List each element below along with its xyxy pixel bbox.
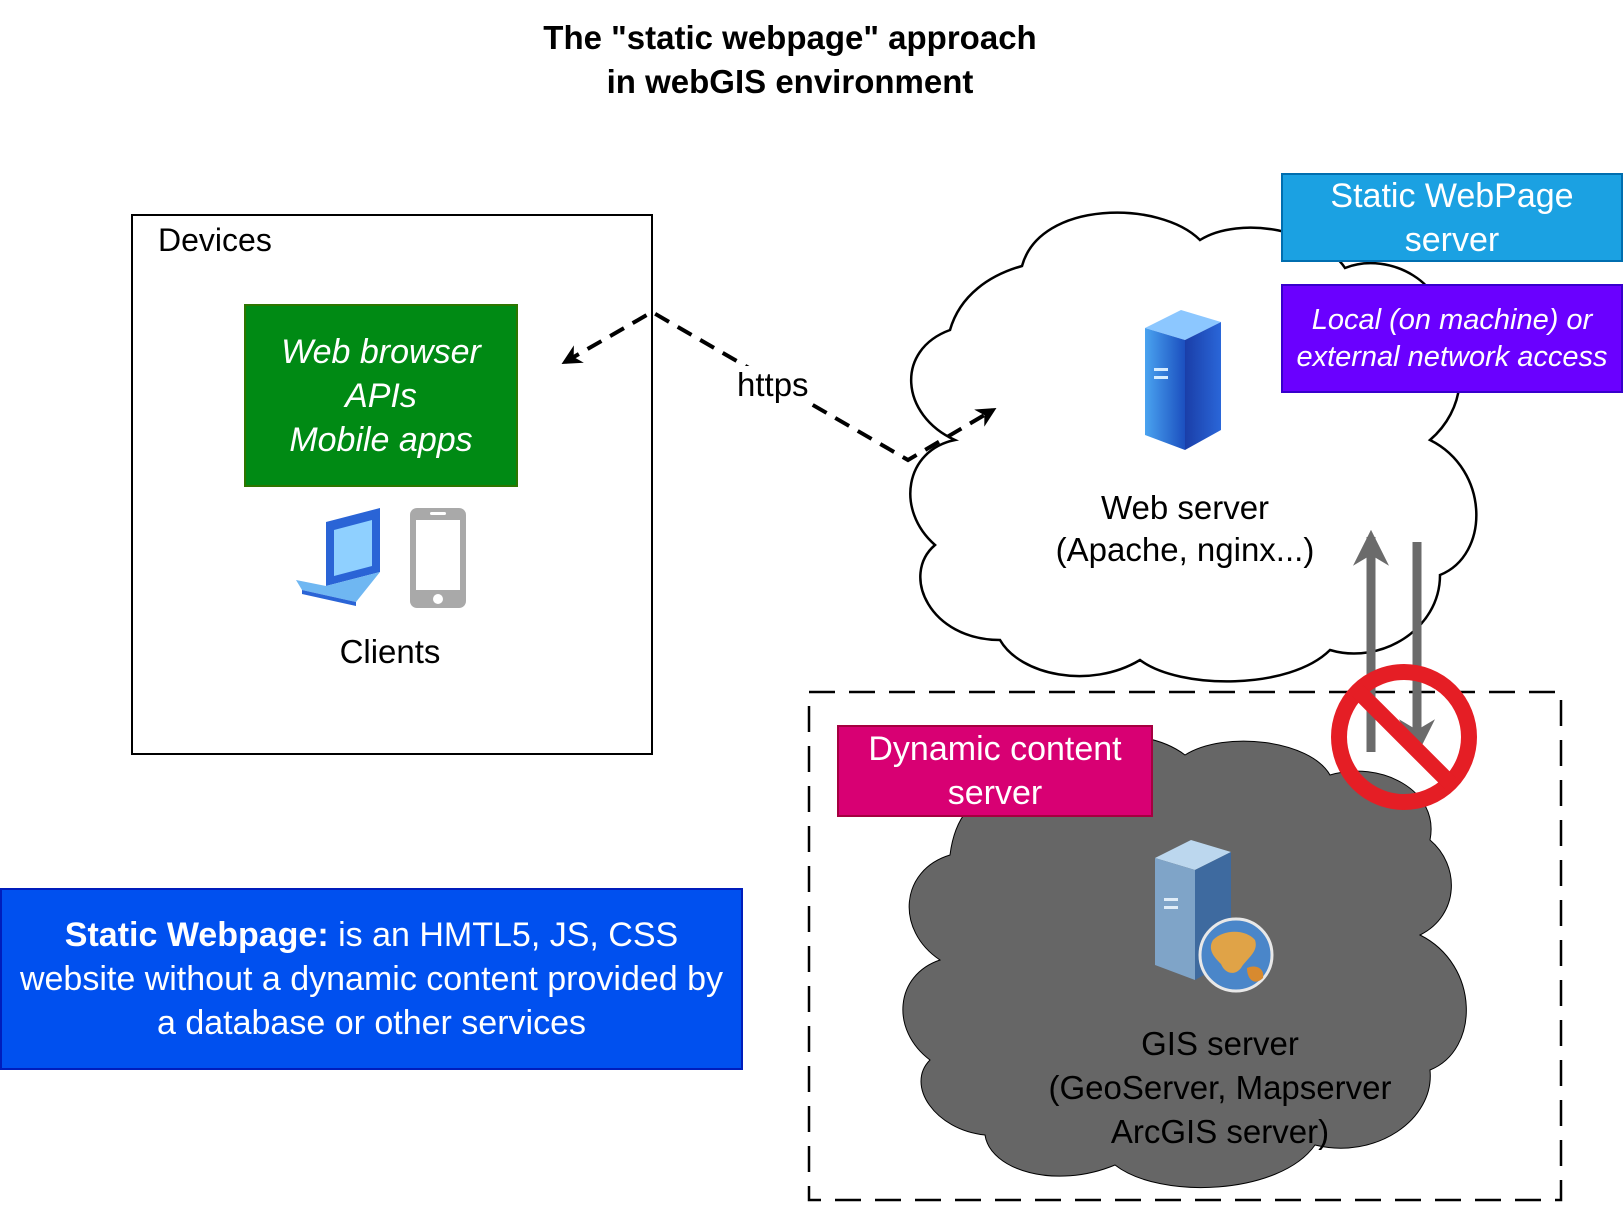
https-label: https xyxy=(733,366,813,404)
title-line-1: The "static webpage" approach xyxy=(543,19,1037,56)
forbidden-icon xyxy=(1331,664,1477,810)
network-access-label: Local (on machine) or external network a… xyxy=(1296,303,1608,373)
laptop-icon xyxy=(296,508,380,606)
gis-server-software-1: (GeoServer, Mapserver xyxy=(1048,1069,1392,1106)
app-mobile-apps: Mobile apps xyxy=(289,420,473,459)
static-webpage-server-label: Static WebPage server xyxy=(1330,176,1574,259)
dynamic-content-server-label: Dynamic content server xyxy=(868,730,1122,812)
diagram-title: The "static webpage" approach in webGIS … xyxy=(360,16,1220,104)
app-web-browser: Web browser xyxy=(281,332,481,371)
smartphone-icon xyxy=(410,508,466,608)
clients-label: Clients xyxy=(339,633,441,670)
dynamic-content-container xyxy=(807,690,1563,1202)
app-apis: APIs xyxy=(345,376,417,415)
client-apps-box: Web browser APIs Mobile apps xyxy=(244,304,518,487)
devices-container xyxy=(131,214,653,755)
static-webpage-server-box: Static WebPage server xyxy=(1281,173,1623,262)
web-server-cloud xyxy=(909,211,1478,683)
server-icon xyxy=(1145,310,1221,450)
title-line-2: in webGIS environment xyxy=(606,63,974,100)
dynamic-content-server-box: Dynamic content server xyxy=(837,725,1153,817)
network-access-box: Local (on machine) or external network a… xyxy=(1281,284,1623,393)
gis-server-software-2: ArcGIS server) xyxy=(1110,1113,1330,1150)
web-server-software: (Apache, nginx...) xyxy=(1055,531,1315,568)
static-webpage-definition-box: Static Webpage: is an HMTL5, JS, CSS web… xyxy=(0,888,743,1070)
devices-label: Devices xyxy=(158,222,272,258)
web-server-label: Web server (Apache, nginx...) xyxy=(1015,487,1355,571)
gis-server-label: GIS server (GeoServer, Mapserver ArcGIS … xyxy=(1000,1022,1440,1154)
gis-server-name: GIS server xyxy=(1141,1025,1299,1062)
definition-text: is an HMTL5, JS, CSS website without a d… xyxy=(19,916,724,1042)
definition-term: Static Webpage: xyxy=(64,916,329,954)
gis-server-icon xyxy=(1155,840,1274,993)
web-server-name: Web server xyxy=(1100,489,1270,526)
